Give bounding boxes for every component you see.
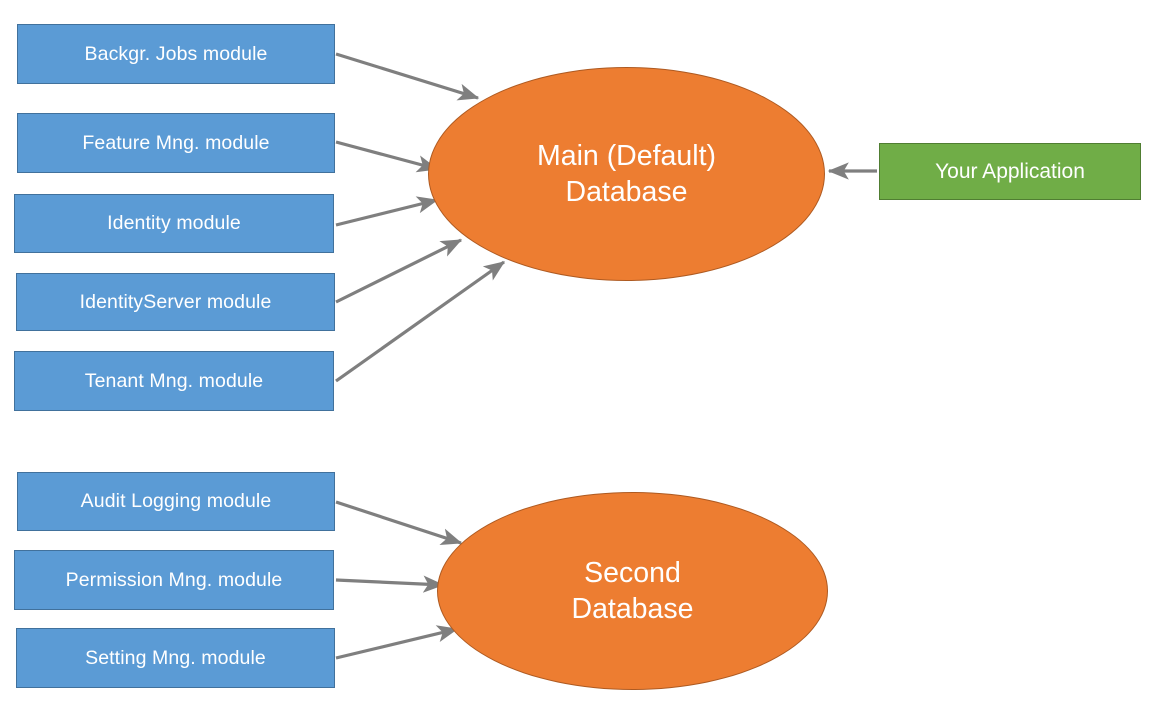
module-label: Audit Logging module — [80, 490, 272, 512]
module-box-feature-mng[interactable]: Feature Mng. module — [17, 113, 335, 173]
module-box-setting-mng[interactable]: Setting Mng. module — [16, 628, 335, 688]
module-label: Setting Mng. module — [85, 646, 266, 669]
database-second-line1: Second — [584, 556, 681, 589]
module-label: Permission Mng. module — [65, 568, 283, 591]
module-box-tenant-mng[interactable]: Tenant Mng. module — [14, 351, 334, 411]
application-label: Your Application — [935, 159, 1085, 183]
database-main-line1: Main (Default) — [537, 139, 716, 172]
module-label: Feature Mng. module — [82, 131, 270, 154]
database-second-line2: Database — [571, 593, 694, 625]
connector-identityserver-to-main — [335, 238, 463, 304]
connector-identity-to-main — [335, 196, 439, 227]
connector-tenant-mng-to-main — [335, 260, 506, 383]
connector-feature-mng-to-main — [335, 140, 439, 173]
database-main-line2: Database — [565, 176, 688, 208]
module-label: IdentityServer module — [79, 290, 272, 313]
application-box[interactable]: Your Application — [879, 143, 1141, 200]
module-box-identityserver[interactable]: IdentityServer module — [16, 273, 335, 331]
module-box-backgr-jobs[interactable]: Backgr. Jobs module — [17, 24, 335, 84]
database-second[interactable]: Second Database — [437, 492, 828, 690]
database-main[interactable]: Main (Default) Database — [428, 67, 825, 281]
module-label: Tenant Mng. module — [84, 369, 264, 392]
module-label: Backgr. Jobs module — [84, 42, 268, 65]
connector-backgr-jobs-to-main — [335, 52, 480, 101]
module-box-permission-mng[interactable]: Permission Mng. module — [14, 550, 334, 610]
connector-permission-mng-to-second — [335, 575, 445, 593]
module-label: Identity module — [107, 212, 241, 234]
module-box-identity[interactable]: Identity module — [14, 194, 334, 253]
connector-setting-mng-to-second — [335, 625, 459, 660]
connector-audit-logging-to-second — [335, 500, 463, 546]
module-box-audit-logging[interactable]: Audit Logging module — [17, 472, 335, 531]
